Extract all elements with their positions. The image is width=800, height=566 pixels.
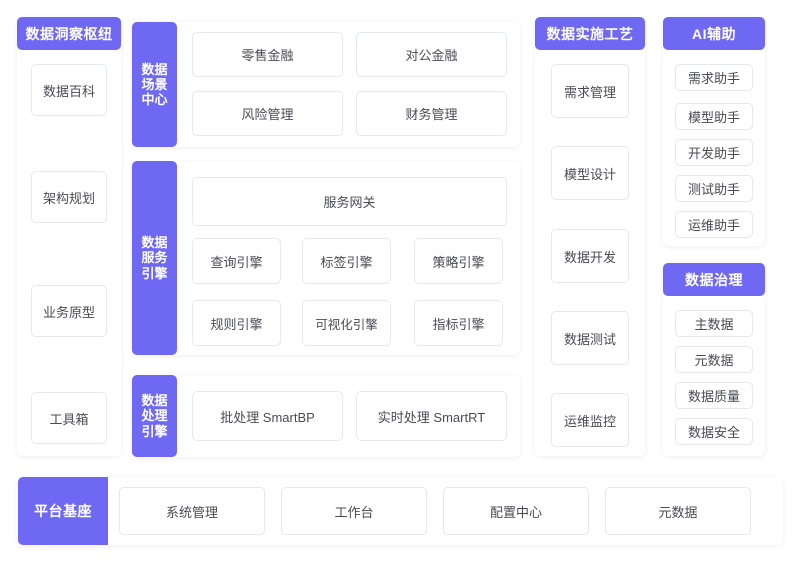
process-tile-realtime-smartrt[interactable]: 实时处理 SmartRT: [356, 391, 507, 441]
rail-line-2: 处理: [141, 408, 168, 424]
ai-assist-item-development-assistant[interactable]: 开发助手: [675, 139, 753, 166]
platform-item-system-management[interactable]: 系统管理: [119, 487, 265, 535]
platform-item-metadata[interactable]: 元数据: [605, 487, 751, 535]
rail-line-1: 数据: [141, 61, 168, 77]
implementation-item-data-development[interactable]: 数据开发: [551, 229, 629, 283]
insight-hub-title: 数据洞察枢纽: [17, 17, 121, 50]
service-rail-text: 数据 服务 引擎: [141, 235, 167, 281]
process-rail-text: 数据 处理 引擎: [141, 393, 167, 439]
ai-assist-item-ops-assistant[interactable]: 运维助手: [675, 211, 753, 238]
implementation-item-ops-monitoring[interactable]: 运维监控: [551, 393, 629, 447]
insight-hub-item-data-encyclopedia[interactable]: 数据百科: [31, 64, 107, 116]
insight-hub-item-business-prototype[interactable]: 业务原型: [31, 285, 107, 337]
governance-item-metadata[interactable]: 元数据: [675, 346, 753, 373]
scene-tile-risk-management[interactable]: 风险管理: [192, 91, 343, 136]
rail-line-3: 引擎: [141, 265, 168, 281]
scene-center-rail-label: 数据 场景 中心: [132, 22, 177, 147]
governance-item-data-security[interactable]: 数据安全: [675, 418, 753, 445]
rail-line-3: 引擎: [141, 423, 168, 439]
data-service-engine-rail-label: 数据 服务 引擎: [132, 161, 177, 355]
rail-line-3: 中心: [141, 92, 168, 108]
ai-assist-panel: [663, 17, 765, 246]
insight-hub-item-toolbox[interactable]: 工具箱: [31, 392, 107, 444]
implementation-item-data-testing[interactable]: 数据测试: [551, 311, 629, 365]
service-tile-policy-engine[interactable]: 策略引擎: [414, 238, 503, 284]
rail-line-1: 数据: [141, 235, 168, 250]
service-tile-rule-engine[interactable]: 规则引擎: [192, 300, 281, 346]
service-tile-api-gateway[interactable]: 服务网关: [192, 177, 507, 226]
scene-center-rail-text: 数据 场景 中心: [141, 62, 167, 108]
service-tile-tag-engine[interactable]: 标签引擎: [302, 238, 391, 284]
data-processing-engine-rail-label: 数据 处理 引擎: [132, 375, 177, 457]
ai-assist-item-testing-assistant[interactable]: 测试助手: [675, 175, 753, 202]
rail-line-2: 服务: [141, 250, 168, 266]
rail-line-2: 场景: [141, 76, 168, 92]
implementation-item-model-design[interactable]: 模型设计: [551, 146, 629, 200]
ai-assist-item-model-assistant[interactable]: 模型助手: [675, 103, 753, 130]
ai-assist-title: AI辅助: [663, 17, 765, 50]
process-tile-batch-smartbp[interactable]: 批处理 SmartBP: [192, 391, 343, 441]
platform-base-title: 平台基座: [18, 477, 108, 545]
service-tile-visualization-engine[interactable]: 可视化引擎: [302, 300, 391, 346]
implementation-process-title: 数据实施工艺: [535, 17, 645, 50]
governance-item-master-data[interactable]: 主数据: [675, 310, 753, 337]
implementation-item-requirement-management[interactable]: 需求管理: [551, 64, 629, 118]
scene-tile-corporate-finance[interactable]: 对公金融: [356, 32, 507, 77]
platform-item-workbench[interactable]: 工作台: [281, 487, 427, 535]
service-tile-query-engine[interactable]: 查询引擎: [192, 238, 281, 284]
data-governance-title: 数据治理: [663, 263, 765, 296]
insight-hub-item-architecture-planning[interactable]: 架构规划: [31, 171, 107, 223]
scene-tile-retail-finance[interactable]: 零售金融: [192, 32, 343, 77]
platform-item-config-center[interactable]: 配置中心: [443, 487, 589, 535]
governance-item-data-quality[interactable]: 数据质量: [675, 382, 753, 409]
rail-line-1: 数据: [141, 393, 168, 408]
service-tile-metric-engine[interactable]: 指标引擎: [414, 300, 503, 346]
ai-assist-item-requirement-assistant[interactable]: 需求助手: [675, 64, 753, 91]
scene-tile-financial-management[interactable]: 财务管理: [356, 91, 507, 136]
